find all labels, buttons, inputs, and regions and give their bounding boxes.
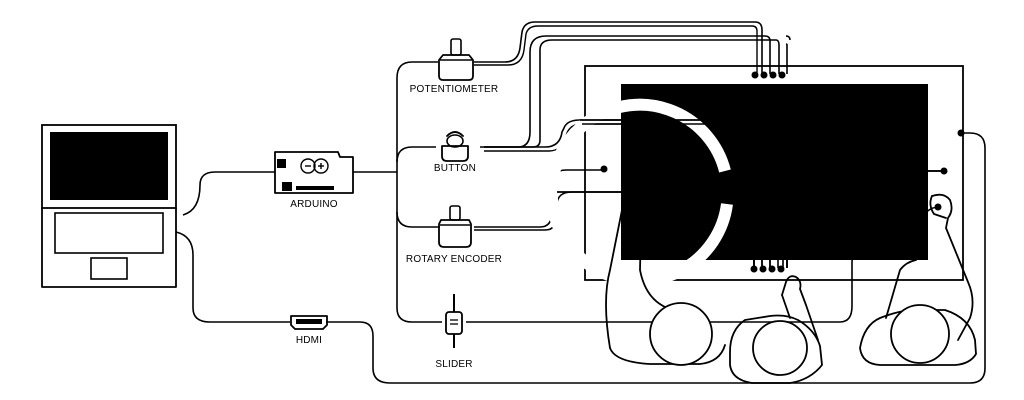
potentiometer-icon: POTENTIOMETER [410,38,499,95]
button-body [441,145,469,162]
center-person-finger [781,294,791,319]
right-person-arm [931,193,974,341]
person-icon-right [859,193,977,366]
arduino-usb [277,159,286,168]
dot-top-4 [778,71,786,79]
button-label: BUTTON [434,163,476,174]
arduino-logo-left [300,158,316,174]
wire-button-top [480,35,771,148]
wire-potentiometer-top-2 [474,25,758,74]
right-person-hand [929,195,947,219]
wire-trunk-button [396,146,436,163]
wire-potentiometer-top [474,21,763,74]
laptop-screen-frame [41,124,177,209]
laptop-keyboard [54,212,164,254]
wire-laptop-hdmi [175,231,290,323]
slider-icon: SLIDER [435,294,472,370]
left-person-arm [605,159,691,349]
table-frame [584,65,964,281]
arduino-power-jack [282,182,292,191]
wire-laptop-arduino [182,171,275,216]
wire-top-5 [785,43,788,74]
left-person-head [649,302,713,366]
button-top [446,131,464,137]
wire-button-top-2 [484,39,780,148]
person-icon-center [729,275,823,384]
right-person-head [890,304,950,364]
person-icon-left [605,154,726,366]
hdmi-label: HDMI [296,335,322,346]
screen-arc [545,98,733,287]
left-person-hand [642,154,663,173]
laptop-screen [50,132,168,200]
arduino-board-icon: ARDUINO [274,151,354,210]
center-person-head [752,320,808,376]
wire-hdmi-display [326,132,986,384]
dot-bottom-3 [768,265,776,273]
hdmi-port-pins [296,319,322,324]
arduino-header [296,186,334,190]
slider-label: SLIDER [435,359,472,370]
wire-trunk-encoder [396,211,440,228]
laptop-trackpad [90,257,128,280]
hdmi-port-icon: HDMI [290,315,328,346]
dot-bottom-2 [759,265,767,273]
potentiometer-label: POTENTIOMETER [410,84,499,95]
arduino-label: ARDUINO [290,199,338,210]
dot-left [600,165,608,173]
screen-wires [557,119,944,268]
dot-hdmi-input [957,129,965,137]
dot-top-1 [751,71,759,79]
dot-top-3 [769,71,777,79]
rotary-encoder-shaft [449,205,461,221]
slider-knob [445,311,463,335]
button-cap [446,134,464,148]
center-person-arm [781,275,819,341]
button-icon: BUTTON [434,131,476,174]
touch-table-display [545,65,964,287]
wire-trunk-potentiometer [396,61,438,79]
potentiometer-shaft [450,38,462,56]
dot-bottom-4 [777,265,785,273]
connector-dots [600,71,965,273]
dot-top-2 [760,71,768,79]
wire-trunk-slider [396,78,442,323]
arduino-logo-right [313,158,329,174]
laptop-base [41,207,177,288]
potentiometer-body [438,54,474,81]
rotary-encoder-label: ROTARY ENCODER [406,254,502,265]
dot-right-person [934,203,942,211]
wire-top-4 [785,35,791,41]
rotary-encoder-body [438,219,472,248]
center-person-shoulders [729,314,823,384]
hdmi-port-outline [290,315,328,330]
dot-bottom-1 [750,265,758,273]
rotary-encoder-icon: ROTARY ENCODER [406,205,502,265]
arduino-board-outline [274,151,354,194]
laptop-icon [41,124,177,288]
dot-right [940,167,948,175]
right-person-forearm [885,259,917,319]
